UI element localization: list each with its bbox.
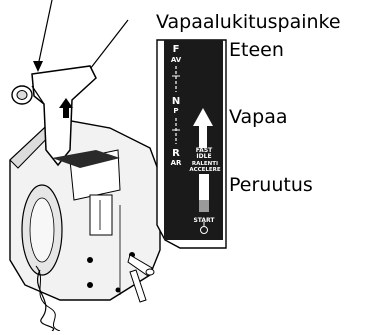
plate-neutral-sub: P <box>173 107 178 115</box>
plate-ralenti-line2: ACCELERE <box>189 167 221 173</box>
plate-reverse-letter: R <box>172 148 180 159</box>
reverse-label: Peruutus <box>229 176 313 195</box>
plate-forward-sub: AV <box>171 56 182 64</box>
plate-reverse-sub: AR <box>171 159 182 167</box>
control-box-body <box>10 118 160 300</box>
plate-fast-idle-line2: IDLE <box>196 153 211 160</box>
forward-label: Eteen <box>229 41 284 60</box>
plate-forward-letter: F <box>173 44 180 55</box>
neutral-label: Vapaa <box>229 108 288 127</box>
lock-release-label: Vapaalukituspainke <box>156 13 341 32</box>
shift-pattern-plate: F AV N P R AR FAST IDLE RALENTI ACCELERE… <box>164 40 223 240</box>
plate-neutral-letter: N <box>172 96 180 107</box>
leader-line-lock <box>38 0 52 66</box>
leader-arrowhead-lock-left <box>33 61 43 72</box>
